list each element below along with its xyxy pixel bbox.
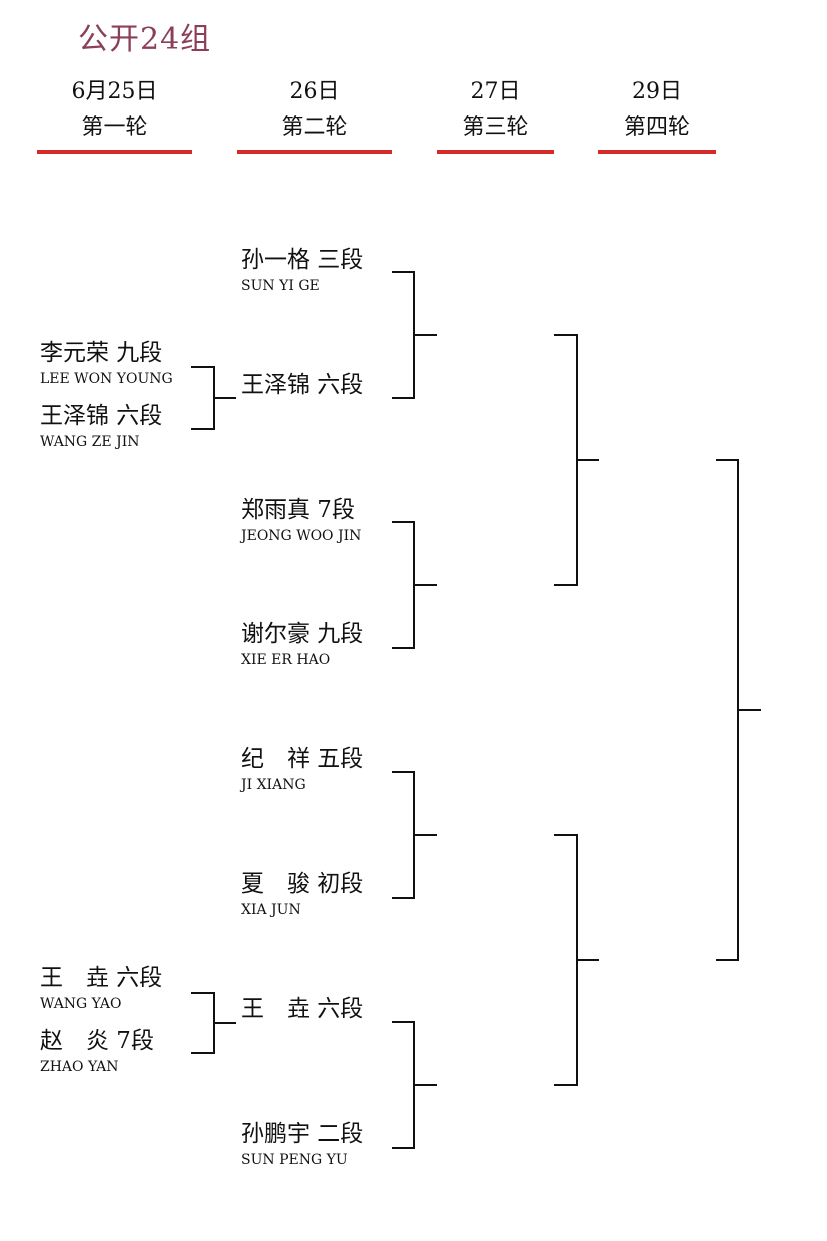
- round2-player: 王 垚 六段: [241, 994, 363, 1024]
- player-name: 纪 祥 五段: [241, 746, 364, 772]
- bracket-connector: [716, 459, 761, 961]
- bracket-connector: [392, 771, 437, 899]
- round-name: 第一轮: [81, 115, 148, 140]
- round1-player: 赵 炎 7段 ZHAO YAN: [40, 1026, 154, 1076]
- bracket-connector: [191, 366, 236, 430]
- round-header-3: 27日 第三轮: [437, 74, 554, 154]
- player-romanized: ZHAO YAN: [40, 1059, 119, 1075]
- bracket-connector: [554, 334, 599, 586]
- round-underline: [237, 150, 392, 154]
- player-name: 王 垚 六段: [241, 996, 364, 1022]
- player-name: 李元荣 九段: [40, 340, 163, 366]
- player-name: 王泽锦 六段: [241, 372, 364, 398]
- round-underline: [37, 150, 192, 154]
- round2-player: 谢尔豪 九段 XIE ER HAO: [241, 619, 363, 669]
- round1-player: 王泽锦 六段 WANG ZE JIN: [40, 401, 162, 451]
- round-header-1: 6月25日 第一轮: [37, 74, 192, 154]
- round-header-2: 26日 第二轮: [237, 74, 392, 154]
- player-romanized: WANG YAO: [40, 996, 122, 1012]
- round-underline: [437, 150, 554, 154]
- player-name: 赵 炎 7段: [40, 1028, 154, 1054]
- round-name: 第四轮: [623, 115, 690, 140]
- bracket-connector: [392, 1021, 437, 1149]
- round-date: 26日: [289, 79, 340, 104]
- round-name: 第三轮: [462, 115, 529, 140]
- player-romanized: WANG ZE JIN: [40, 434, 140, 450]
- round-underline: [598, 150, 716, 154]
- player-name: 谢尔豪 九段: [241, 621, 364, 647]
- player-name: 王泽锦 六段: [40, 403, 163, 429]
- bracket-connector: [392, 521, 437, 649]
- player-romanized: SUN YI GE: [241, 278, 320, 294]
- player-romanized: XIE ER HAO: [241, 652, 331, 668]
- player-romanized: JI XIANG: [241, 777, 306, 793]
- round2-player: 夏 骏 初段 XIA JUN: [241, 869, 363, 919]
- round2-player: 郑雨真 7段 JEONG WOO JIN: [241, 495, 361, 545]
- round2-player: 王泽锦 六段: [241, 370, 363, 400]
- player-romanized: JEONG WOO JIN: [241, 528, 362, 544]
- bracket-connector: [191, 992, 236, 1054]
- round2-player: 孙一格 三段 SUN YI GE: [241, 245, 363, 295]
- round1-player: 李元荣 九段 LEE WON YOUNG: [40, 338, 173, 388]
- round-date: 6月25日: [71, 79, 158, 104]
- round2-player: 纪 祥 五段 JI XIANG: [241, 744, 363, 794]
- round2-player: 孙鹏宇 二段 SUN PENG YU: [241, 1119, 363, 1169]
- player-name: 孙一格 三段: [241, 247, 364, 273]
- bracket-connector: [554, 834, 599, 1086]
- player-name: 夏 骏 初段: [241, 871, 364, 897]
- player-name: 王 垚 六段: [40, 965, 163, 991]
- page-title: 公开24组: [78, 22, 212, 57]
- player-romanized: LEE WON YOUNG: [40, 371, 173, 387]
- player-romanized: XIA JUN: [241, 902, 301, 918]
- player-name: 郑雨真 7段: [241, 497, 355, 523]
- bracket-connector: [392, 271, 437, 399]
- round-date: 27日: [470, 79, 521, 104]
- round-header-4: 29日 第四轮: [598, 74, 716, 154]
- round1-player: 王 垚 六段 WANG YAO: [40, 963, 162, 1013]
- player-name: 孙鹏宇 二段: [241, 1121, 364, 1147]
- player-romanized: SUN PENG YU: [241, 1152, 348, 1168]
- round-date: 29日: [632, 79, 682, 104]
- round-name: 第二轮: [281, 115, 348, 140]
